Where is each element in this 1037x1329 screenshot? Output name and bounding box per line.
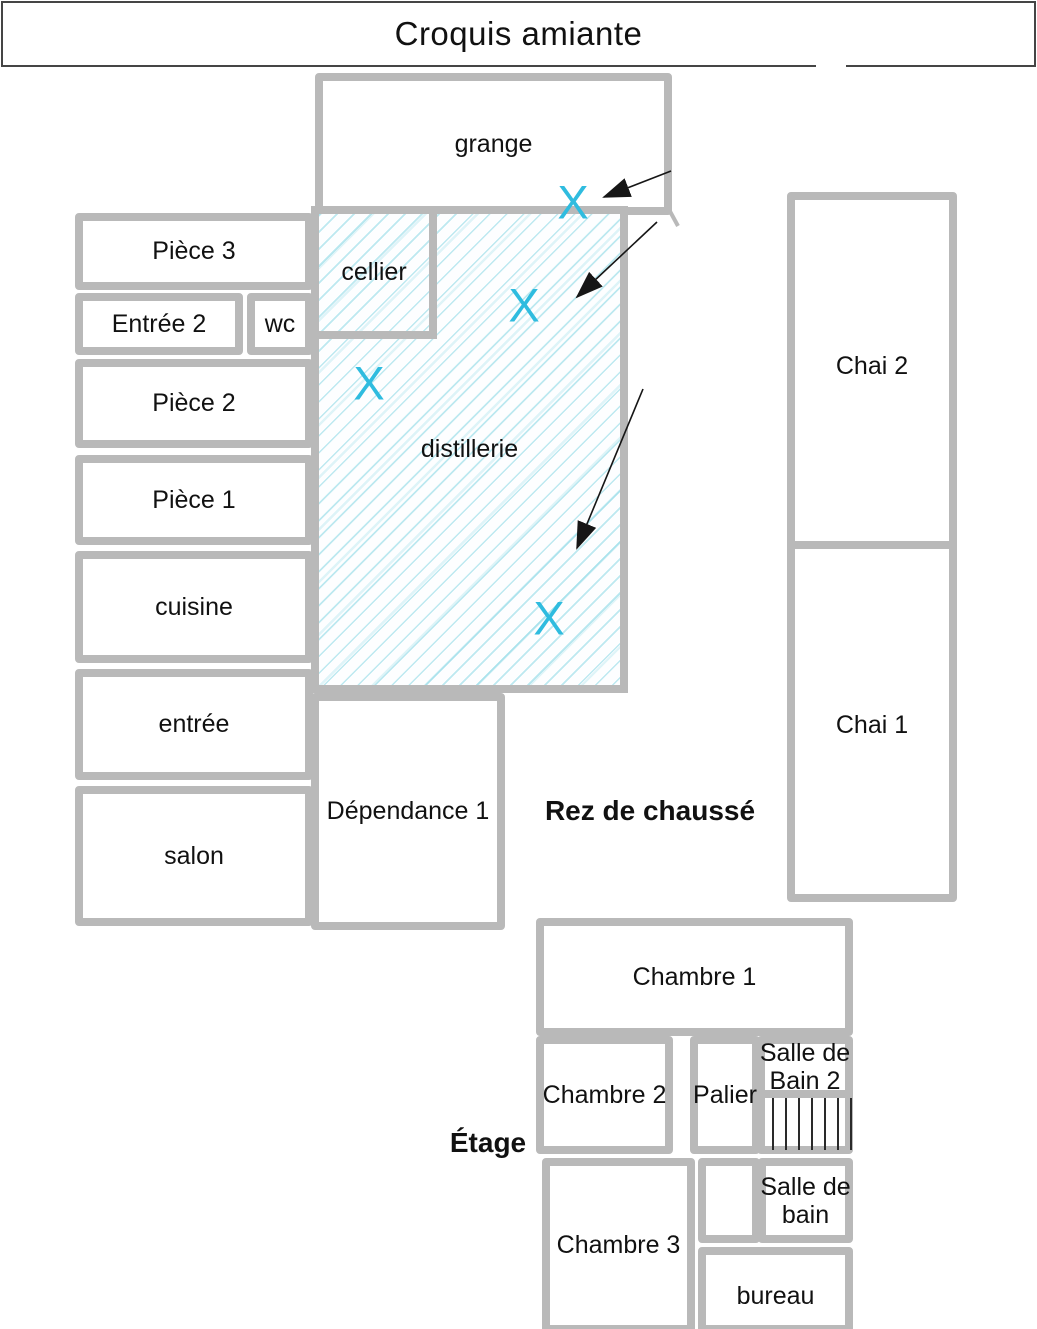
- room-entree: entrée: [75, 669, 313, 780]
- room-label-entree-2: Entrée 2: [111, 309, 207, 338]
- room-label-piece-2: Pièce 2: [152, 389, 236, 417]
- room-salle-de-bain-2: Salle de Bain 2: [757, 1036, 853, 1098]
- chai-divider-wall: [790, 541, 954, 549]
- room-label-chai-2: Chai 2: [835, 352, 909, 380]
- room-label-cuisine: cuisine: [155, 592, 233, 621]
- room-cellier: cellier: [319, 214, 429, 331]
- room-label-bureau: bureau: [736, 1282, 815, 1310]
- stair-step-line: [837, 1098, 839, 1150]
- staircase: [760, 1098, 852, 1150]
- room-chambre-3: Chambre 3: [542, 1158, 695, 1329]
- room-dependance-1: Dépendance 1: [311, 693, 505, 930]
- room-label-piece-1: Pièce 1: [152, 485, 236, 514]
- cellier-bottom-wall: [311, 331, 437, 339]
- room-label-salle-de-bain-2: Salle de Bain 2: [759, 1039, 851, 1095]
- ground-floor-section-label: Rez de chaussé: [544, 795, 756, 826]
- room-chambre-2: Chambre 2: [536, 1036, 673, 1154]
- room-label-cellier: cellier: [341, 258, 407, 286]
- room-label-palier: Palier: [693, 1080, 757, 1109]
- room-salle-de-bain: Salle de bain: [758, 1158, 853, 1243]
- stair-step-line: [811, 1098, 813, 1150]
- room-label-piece-3: Pièce 3: [152, 237, 236, 265]
- room-label-entree: entrée: [158, 710, 230, 738]
- room-label-salle-de-bain: Salle de bain: [760, 1172, 851, 1229]
- room-label-grange: grange: [454, 129, 533, 158]
- room-label-chambre-1: Chambre 1: [632, 962, 757, 991]
- room-salon: salon: [75, 786, 313, 926]
- room-piece-2: Pièce 2: [75, 359, 313, 448]
- room-bureau: bureau: [698, 1247, 853, 1329]
- title-border-gap: [816, 61, 846, 67]
- room-unlabeled-closet: [698, 1158, 760, 1243]
- room-salle-de-bain-cell: [758, 1158, 853, 1243]
- room-chambre-1: Chambre 1: [536, 918, 853, 1036]
- stair-step-line: [798, 1098, 800, 1150]
- upper-floor-section-label: Étage: [449, 1127, 527, 1158]
- room-distillerie-hatched-area: [311, 206, 628, 693]
- room-wc: wc: [247, 293, 313, 355]
- room-label-chambre-3: Chambre 3: [556, 1231, 681, 1259]
- title-box: Croquis amiante: [1, 1, 1036, 67]
- room-label-wc: wc: [264, 309, 296, 338]
- room-palier: Palier: [690, 1036, 760, 1154]
- stair-step-line: [850, 1098, 852, 1150]
- stair-step-line: [824, 1098, 826, 1150]
- page-title: Croquis amiante: [394, 15, 643, 52]
- room-piece-3: Pièce 3: [75, 213, 313, 290]
- room-chai-1: Chai 1: [787, 549, 957, 902]
- room-label-chai-1: Chai 1: [835, 711, 909, 739]
- room-entree-2: Entrée 2: [75, 293, 243, 355]
- room-cuisine: cuisine: [75, 551, 313, 663]
- stair-step-line: [772, 1098, 774, 1150]
- stair-step-line: [785, 1098, 787, 1150]
- salle-de-bain-2-bottom-wall: [757, 1090, 853, 1098]
- room-label-salon: salon: [164, 841, 224, 870]
- room-grange: grange: [315, 73, 672, 215]
- room-piece-1: Pièce 1: [75, 455, 313, 545]
- room-label-dependance-1: Dépendance 1: [326, 797, 490, 825]
- cellier-right-wall: [429, 206, 437, 339]
- room-chai-2: Chai 2: [787, 192, 957, 541]
- room-label-chambre-2: Chambre 2: [542, 1080, 667, 1109]
